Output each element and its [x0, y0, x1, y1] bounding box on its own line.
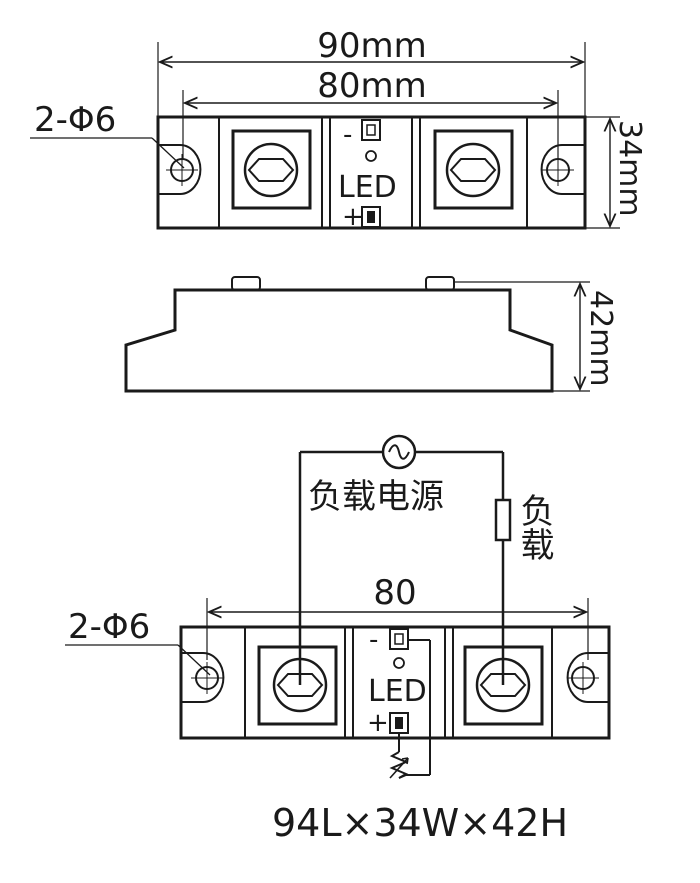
wiring-led-label: LED	[368, 674, 427, 709]
right-screw-head	[425, 276, 455, 291]
led-indicator	[365, 150, 377, 162]
control-minus-terminal	[361, 119, 381, 141]
left-mounting-ear	[158, 144, 202, 195]
wiring-right-terminal	[475, 657, 531, 713]
wiring-view: 负载电源 负载 80 2-Φ6 -	[65, 434, 611, 779]
control-plus-terminal	[361, 206, 381, 228]
height-label: 42mm	[583, 290, 618, 387]
wiring-left-mounting-ear	[181, 652, 225, 703]
wiring-control-minus-terminal	[389, 628, 409, 650]
control-minus-label: -	[343, 120, 352, 150]
right-mounting-ear	[540, 144, 585, 195]
led-label: LED	[338, 170, 397, 205]
left-terminal-screw	[247, 158, 295, 182]
wiring-left-terminal	[272, 657, 328, 713]
side-view: 42mm	[124, 276, 618, 393]
load-power-label: 负载电源	[308, 477, 444, 517]
wiring-hole-spec-label: 2-Φ6	[68, 607, 150, 647]
wiring-control-minus-label: -	[369, 625, 378, 655]
control-plus-label: +	[342, 202, 364, 232]
wiring-led-indicator	[393, 657, 405, 669]
left-screw-head	[231, 276, 261, 291]
wiring-hole-spacing-label: 80	[373, 573, 416, 613]
right-terminal-screw	[449, 158, 497, 182]
hole-spacing-label: 80mm	[317, 66, 427, 106]
ac-source-symbol	[381, 434, 417, 470]
load-label: 负载	[514, 493, 554, 561]
top-view: 90mm 80mm 2-Φ6 - LED	[30, 26, 647, 232]
width-label: 34mm	[612, 120, 647, 217]
wiring-relay-body-outline	[179, 625, 611, 740]
overall-size-label: 94L×34W×42H	[272, 801, 568, 845]
left-terminal	[243, 142, 299, 198]
side-profile-outline	[124, 288, 554, 393]
load-resistor-symbol	[494, 498, 512, 542]
right-terminal	[445, 142, 501, 198]
overall-length-label: 90mm	[317, 26, 427, 66]
wiring-control-plus-label: +	[367, 708, 389, 738]
hole-spec-label: 2-Φ6	[34, 100, 116, 140]
